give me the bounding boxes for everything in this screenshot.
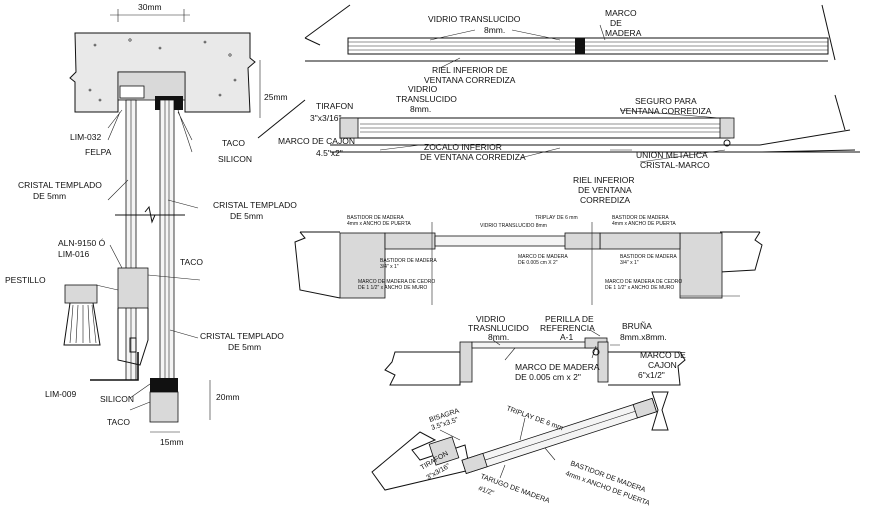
label-riel-top-1: RIEL INFERIOR DE xyxy=(432,65,508,75)
label-cristal-c-2: DE 5mm xyxy=(228,342,261,352)
lower-glass xyxy=(471,341,593,349)
label-vidrio-mid-2: TRANSLUCIDO xyxy=(396,94,457,104)
hinged-door-detail: BISAGRA 3.5"x3.5" TRIPLAY DE 6 mm BASTID… xyxy=(371,391,669,506)
label-taco-bottom: TACO xyxy=(107,417,130,427)
label-vidrio-top-1: VIDRIO TRANSLUCIDO xyxy=(428,14,521,24)
latch-handle xyxy=(63,284,101,346)
label-vidrio-low-1: VIDRIO xyxy=(476,314,506,324)
label-marco-cajon-1: MARCO DE CAJON xyxy=(278,136,355,146)
label-marco-cajon-low-1: MARCO DE xyxy=(640,350,686,360)
label-perilla-2: REFERENCIA xyxy=(540,323,595,333)
door-jamb-left xyxy=(339,232,386,299)
label-marco-2: DE xyxy=(610,18,622,28)
dim-25mm: 25mm xyxy=(264,92,288,102)
label-vidrio-low-3: 8mm. xyxy=(488,332,509,342)
label-vidrio-low-2: TRASNLUCIDO xyxy=(468,323,529,333)
bottom-block xyxy=(149,391,179,423)
label-tarugo-2: #1/2" xyxy=(477,485,495,497)
label-taco-mid: TACO xyxy=(180,257,203,267)
label-zocalo-2: DE VENTANA CORREDIZA xyxy=(420,152,526,162)
label-marco-low-1: MARCO DE MADERA xyxy=(515,362,600,372)
label-perilla-3: A-1 xyxy=(560,332,574,342)
door-vidrio: VIDRIO TRANSLUCIDO 8mm xyxy=(480,223,547,229)
label-cristal-b-2: DE 5mm xyxy=(230,211,263,221)
door-bastidor-ml-1: BASTIDOR DE MADERA xyxy=(380,258,437,264)
door-marco-cedro-l-2: DE 1 1/2" x ANCHO DE MURO xyxy=(358,285,427,291)
door-bastidor-ml-2: 3/4" x 1" xyxy=(380,264,399,270)
label-aln-1: ALN-9150 Ó xyxy=(58,238,106,248)
label-bruna-1: BRUÑA xyxy=(622,321,652,331)
door-bastidor-mr-2: 3/4" x 1" xyxy=(620,260,639,266)
silicon-seal-bottom xyxy=(150,378,178,392)
label-zocalo-1: ZOCALO INFERIOR xyxy=(424,142,502,152)
label-marco-cajon-low-2: CAJON xyxy=(648,360,677,370)
label-vidrio-mid-1: VIDRIO xyxy=(408,84,438,94)
label-silicon-bottom: SILICON xyxy=(100,394,134,404)
label-pestillo: PESTILLO xyxy=(5,275,46,285)
door-marco-c-2: DE 0.005 cm X 2" xyxy=(518,260,558,266)
label-cristal-a-1: CRISTAL TEMPLADO xyxy=(18,180,102,190)
door-bastidor-r-2: 4mm x ANCHO DE PUERTA xyxy=(612,221,676,227)
door-marco-cedro-r-1: MARCO DE MADERA DE CEDRO xyxy=(605,279,682,285)
label-vidrio-mid-3: 8mm. xyxy=(410,104,431,114)
label-bruna-2: 8mm.x8mm. xyxy=(620,332,667,342)
label-riel-mid-3: CORREDIZA xyxy=(580,195,630,205)
label-cristal-c-1: CRISTAL TEMPLADO xyxy=(200,331,284,341)
label-aln-2: LIM-016 xyxy=(58,249,89,259)
door-marco-c-1: MARCO DE MADERA xyxy=(518,254,568,260)
label-riel-top-2: VENTANA CORREDIZA xyxy=(424,75,516,85)
door-bastidor-l-1: BASTIDOR DE MADERA xyxy=(347,215,404,221)
door-marco-cedro-r-2: DE 1 1/2" x ANCHO DE MURO xyxy=(605,285,674,291)
label-seguro-2: VENTANA CORREDIZA xyxy=(620,106,712,116)
door-triplay: TRIPLAY DE 6 mm xyxy=(535,215,578,221)
label-marco-low-2: DE 0.005 cm x 2" xyxy=(515,372,581,382)
door-bastidor-l-2: 4mm x ANCHO DE PUERTA xyxy=(347,221,411,227)
door-jamb-right xyxy=(679,232,723,299)
label-union-2: CRISTAL-MARCO xyxy=(640,160,710,170)
label-felpa: FELPA xyxy=(85,147,112,157)
angle-lim009 xyxy=(90,352,139,381)
label-union-1: UNION METALICA xyxy=(636,150,708,160)
sliding-window-section: VIDRIO TRANSLUCIDO 8mm. MARCO DE MADERA … xyxy=(257,4,860,205)
label-marco-cajon-2: 4.5"x2" xyxy=(316,148,343,158)
label-vidrio-top-2: 8mm. xyxy=(484,25,505,35)
label-taco-top: TACO xyxy=(222,138,245,148)
label-silicon-top: SILICON xyxy=(218,154,252,164)
vertical-glass-section: 30mm 25mm xyxy=(5,2,297,447)
label-perilla-1: PERILLA DE xyxy=(545,314,594,324)
label-riel-mid-1: RIEL INFERIOR xyxy=(573,175,635,185)
sash-profile xyxy=(117,267,149,309)
door-marco-cedro-l-1: MARCO DE MADERA DE CEDRO xyxy=(358,279,435,285)
label-lim009: LIM-009 xyxy=(45,389,76,399)
label-marco-3: MADERA xyxy=(605,28,642,38)
label-cristal-a-2: DE 5mm xyxy=(33,191,66,201)
door-bastidor-mr-1: BASTIDOR DE MADERA xyxy=(620,254,677,260)
label-marco-1: MARCO xyxy=(605,8,637,18)
label-marco-cajon-low-3: 6"x1/2" xyxy=(638,370,665,380)
label-triplay-6: TRIPLAY DE 6 mm xyxy=(505,405,564,432)
dim-15mm: 15mm xyxy=(160,437,184,447)
label-tirafon-2: 3"x3/16" xyxy=(310,113,342,123)
door-bastidor-r-1: BASTIDOR DE MADERA xyxy=(612,215,669,221)
door-plan-section: BASTIDOR DE MADERA 4mm x ANCHO DE PUERTA… xyxy=(294,215,763,305)
dim-20mm: 20mm xyxy=(216,392,240,402)
lower-door-section: VIDRIO TRASNLUCIDO 8mm. PERILLA DE REFER… xyxy=(384,314,686,386)
label-lim032: LIM-032 xyxy=(70,132,101,142)
label-riel-mid-2: DE VENTANA xyxy=(578,185,632,195)
label-seguro-1: SEGURO PARA xyxy=(635,96,697,106)
glass-pane-right xyxy=(159,99,175,386)
dim-30mm: 30mm xyxy=(138,2,162,12)
label-tirafon-1: TIRAFON xyxy=(316,101,353,111)
label-cristal-b-1: CRISTAL TEMPLADO xyxy=(213,200,297,210)
